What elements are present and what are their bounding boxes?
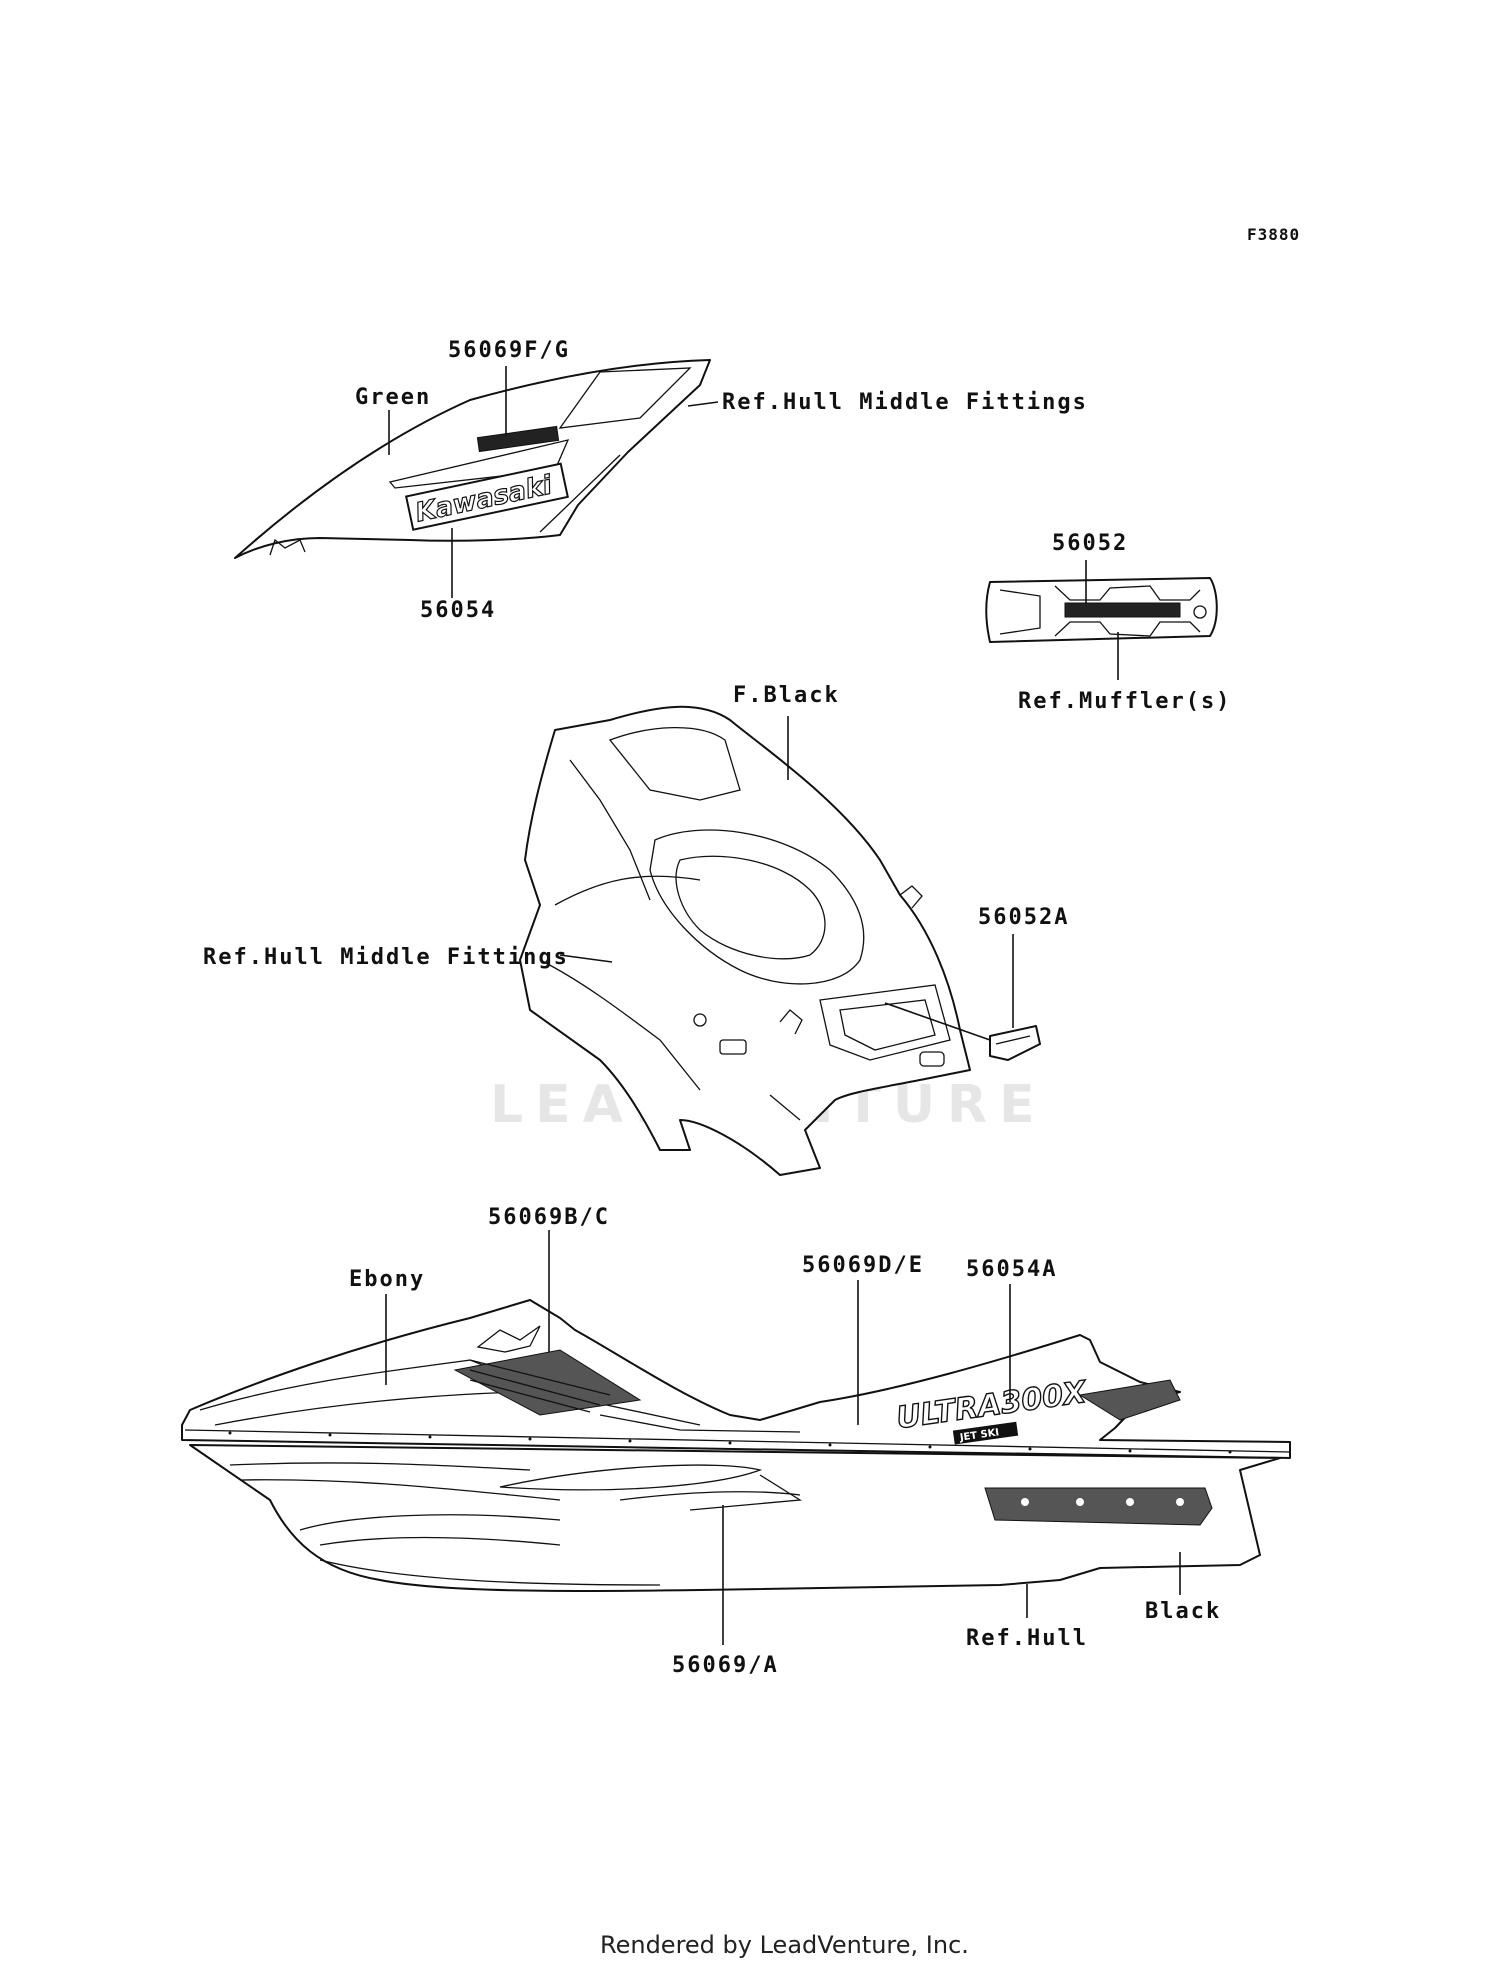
figure-code: F3880 <box>1247 225 1300 244</box>
label-ref-hull-middle-top: Ref.Hull Middle Fittings <box>722 390 1088 415</box>
footer-credit: Rendered by LeadVenture, Inc. <box>600 1931 969 1959</box>
label-ref-muffler: Ref.Muffler(s) <box>1018 689 1231 714</box>
label-56069FG: 56069F/G <box>448 338 570 363</box>
label-56069BC: 56069B/C <box>488 1205 610 1230</box>
muffler <box>985 577 1218 643</box>
label-56052A: 56052A <box>978 905 1069 930</box>
label-ref-hull-middle-left: Ref.Hull Middle Fittings <box>203 945 569 970</box>
label-f-black: F.Black <box>733 683 840 708</box>
label-black: Black <box>1145 1599 1221 1624</box>
label-green: Green <box>355 385 431 410</box>
hull-full: ULTRA300X JET SKI <box>181 1299 1291 1592</box>
label-56054: 56054 <box>420 598 496 623</box>
label-ebony: Ebony <box>349 1267 425 1292</box>
hull-middle-cover: Kawasaki <box>234 359 711 559</box>
label-ref-hull: Ref.Hull <box>966 1626 1088 1651</box>
label-56052: 56052 <box>1052 531 1128 556</box>
label-56069A: 56069/A <box>672 1653 779 1678</box>
hull-middle-deck <box>519 705 1041 1176</box>
label-56069DE: 56069D/E <box>802 1253 924 1278</box>
label-56054A: 56054A <box>966 1257 1057 1282</box>
